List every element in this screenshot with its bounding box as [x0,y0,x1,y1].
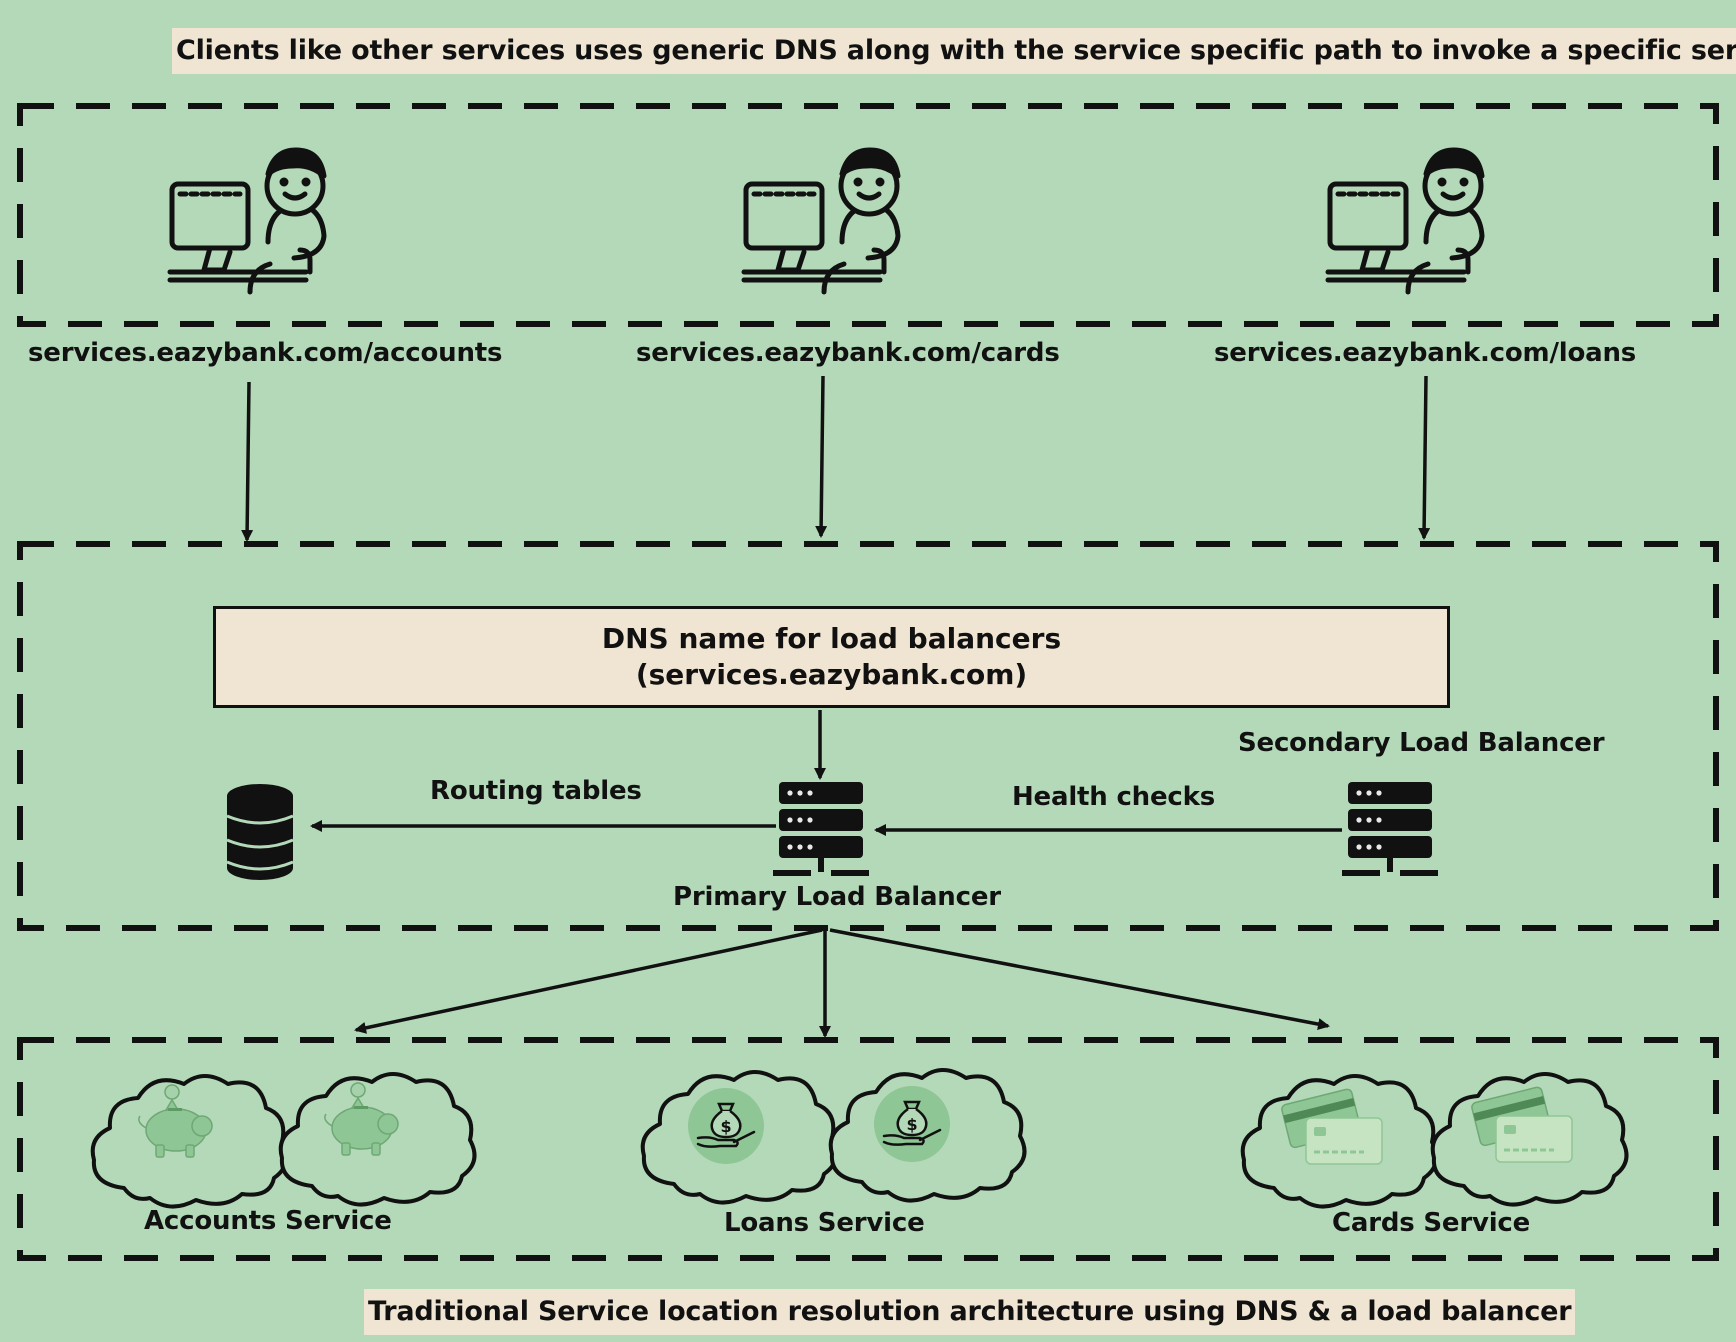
cards-service-label: Cards Service [1332,1208,1531,1238]
to-accounts-arrow [354,928,823,1034]
services-region [17,1037,1719,1261]
user-computer-icon [744,150,898,292]
clients-region [17,103,1719,327]
user-computer-icon [170,150,324,292]
loans-request-arrow [1418,375,1431,540]
primary-server-icon [773,782,869,876]
footer-caption: Traditional Service location resolution … [364,1289,1576,1335]
accounts-service-label: Accounts Service [144,1206,392,1236]
to-cards-arrow [829,928,1330,1030]
health-checks-label: Health checks [1012,782,1215,812]
header-caption: Clients like other services uses generic… [172,28,1736,74]
primary-lb-label: Primary Load Balancer [673,882,1001,912]
cards-request-arrow [815,375,828,538]
money-bag-hand-icon [872,1084,952,1164]
load-balancing-region [17,541,1719,931]
loans-service-label: Loans Service [724,1208,925,1238]
database-icon [226,784,294,880]
user-computer-icon [1328,150,1482,292]
client-path-loans: services.eazybank.com/loans [1214,338,1637,368]
money-bag-hand-icon [686,1086,766,1166]
dns-box-host: (services.eazybank.com) [635,658,1028,691]
client-path-accounts: services.eazybank.com/accounts [28,338,503,368]
dns-box-title: DNS name for load balancers [601,622,1062,655]
accounts-request-arrow [241,381,254,542]
dns-name-box: DNS name for load balancers (services.ea… [213,606,1450,708]
secondary-server-icon [1342,782,1438,876]
secondary-lb-label: Secondary Load Balancer [1238,728,1605,758]
routing-tables-label: Routing tables [430,776,642,806]
client-path-cards: services.eazybank.com/cards [636,338,1060,368]
